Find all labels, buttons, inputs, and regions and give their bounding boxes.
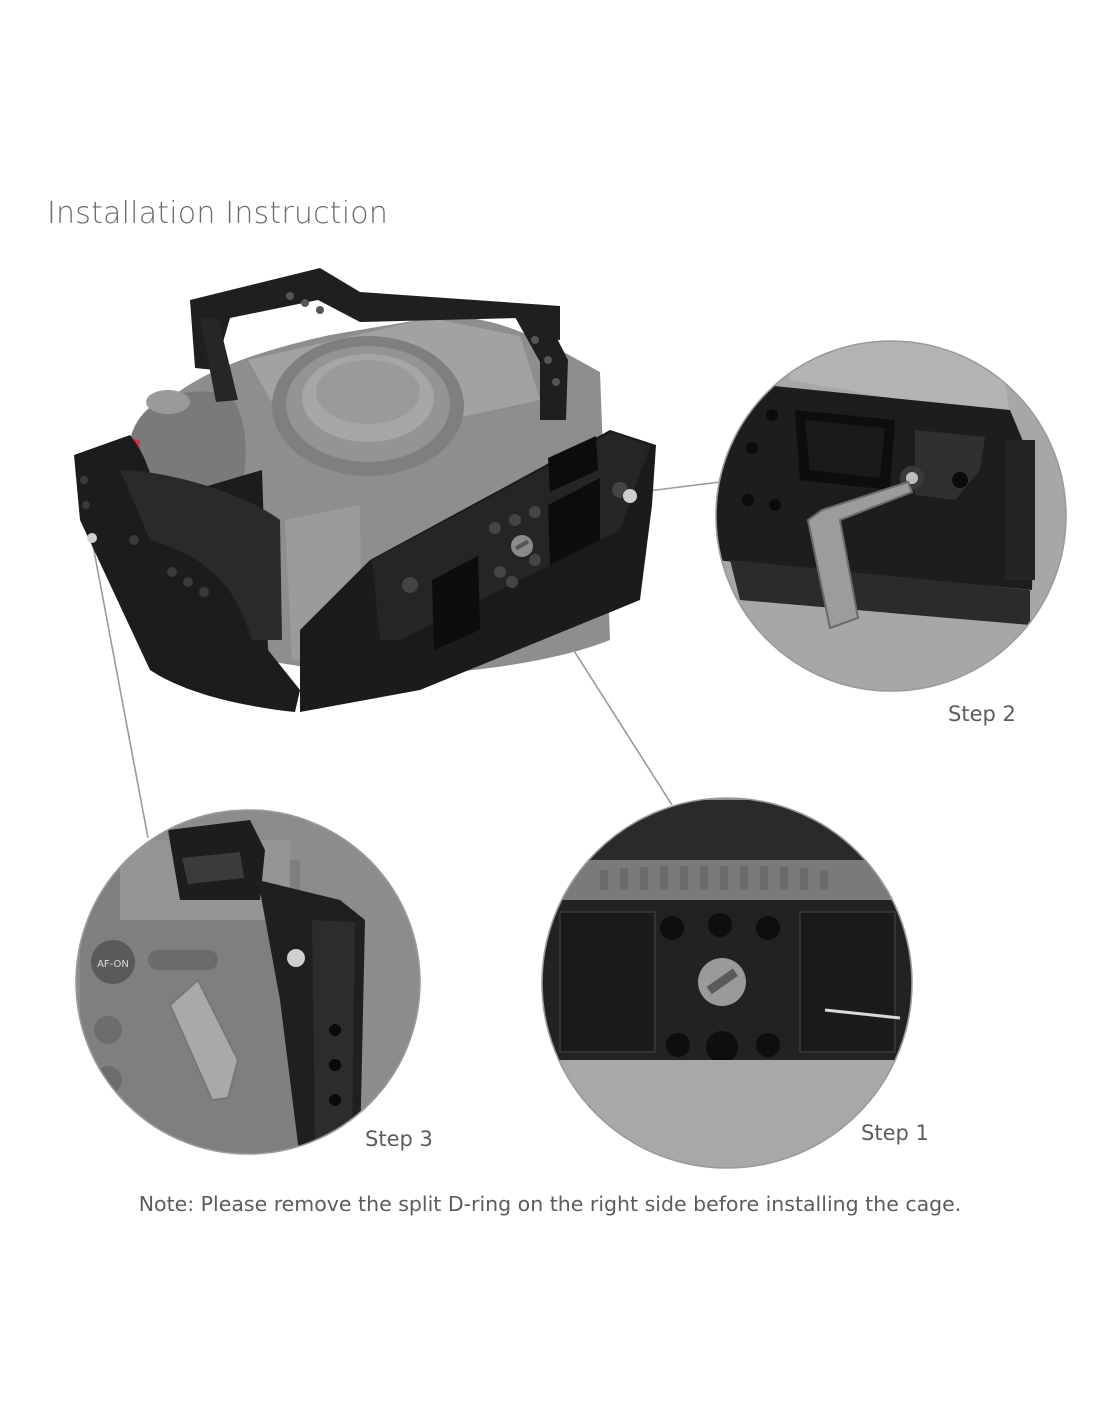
- cage-top-bar: [190, 268, 560, 370]
- d-ring-folded: [168, 978, 240, 1102]
- page-title: Installation Instruction: [47, 196, 389, 231]
- step3-label: Step 3: [365, 1127, 433, 1151]
- af-on-button: [91, 940, 135, 984]
- step2-label: Step 2: [948, 702, 1016, 726]
- body-cap-inner: [316, 360, 420, 424]
- camera-cage-main-image: [74, 268, 656, 712]
- installation-note: Note: Please remove the split D-ring on …: [138, 1192, 962, 1216]
- baseplate-slots: [432, 436, 600, 650]
- d-ring-left: [87, 533, 97, 543]
- svg-text:AF-ON: AF-ON: [97, 959, 129, 970]
- step3-detail-image: AF-ON: [75, 809, 421, 1155]
- shutter-button: [146, 390, 190, 414]
- cage-top-rail: [200, 318, 238, 402]
- step1-label: Step 1: [861, 1121, 929, 1145]
- leader-line-step3: [91, 539, 149, 839]
- cage-left-grip-wrap: [120, 470, 282, 640]
- d-ring-right: [623, 489, 637, 503]
- cage-top-right-arm: [510, 305, 568, 420]
- step2-detail-image: [715, 340, 1067, 692]
- d-ring-loop: [806, 480, 914, 630]
- baseplate-holes: [402, 482, 628, 593]
